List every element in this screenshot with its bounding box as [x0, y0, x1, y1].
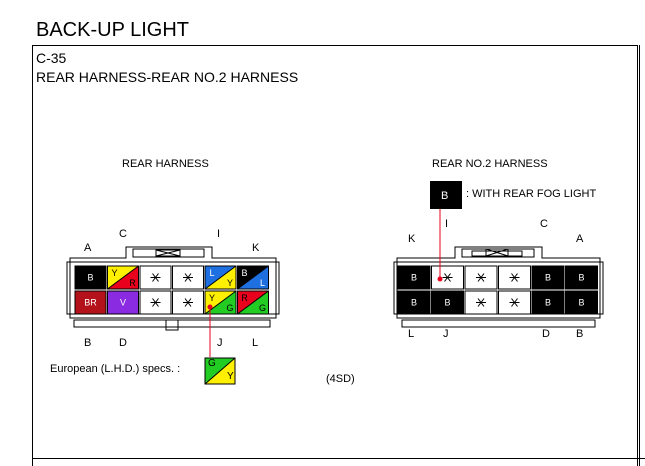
left-top-letter-c: C — [119, 228, 127, 240]
left-pin-r2-c6: RG — [237, 290, 269, 315]
left-top-letter-k: K — [252, 242, 260, 254]
right-pin-r2-c2: B — [431, 290, 464, 315]
pin-color-label: Y — [111, 268, 117, 278]
european-box-label-y: Y — [227, 371, 234, 382]
next-panel-edge — [639, 45, 645, 466]
empty-cavity-icon — [183, 298, 193, 307]
pin-color-label: Y — [227, 278, 233, 288]
right-bottom-letter-l: L — [408, 328, 415, 340]
pin-color-label: B — [578, 298, 584, 308]
right-connector-body — [393, 246, 604, 328]
empty-cavity-icon — [476, 298, 486, 307]
empty-cavity-icon — [442, 273, 453, 282]
left-pin-r2-c1: BR — [74, 290, 107, 315]
right-top-letter-i: I — [445, 218, 449, 230]
pin-color-label: B — [545, 298, 551, 308]
european-link-dot — [207, 304, 213, 310]
european-color-box — [204, 357, 236, 385]
european-box-label-g: G — [208, 358, 216, 369]
left-bottom-letter-b: B — [84, 337, 92, 349]
empty-cavity-icon — [150, 298, 161, 307]
left-top-letter-i: I — [217, 228, 221, 240]
right-bottom-letter-j: J — [443, 328, 449, 340]
empty-cavity-icon — [509, 273, 520, 282]
pin-color-label: B — [578, 273, 584, 283]
pin-color-label: B — [241, 268, 247, 278]
model-note: (4SD) — [326, 373, 355, 385]
right-pin-r1-c5: B — [531, 265, 565, 290]
right-bottom-letter-d: D — [542, 328, 550, 340]
frame-bottom-rule — [32, 458, 645, 459]
diagram-frame — [32, 45, 638, 466]
right-top-letter-c: C — [540, 218, 548, 230]
left-bottom-letter-l: L — [252, 337, 259, 349]
pin-color-label: B — [444, 298, 450, 308]
fog-light-box — [430, 181, 462, 209]
left-pin-r1-c5: LY — [204, 265, 237, 290]
connector-title: REAR HARNESS-REAR NO.2 HARNESS — [36, 69, 299, 85]
right-pin-r1-c1: B — [397, 265, 431, 290]
left-top-letter-a: A — [84, 242, 92, 254]
left-connector-title: REAR HARNESS — [122, 158, 209, 170]
page-title: BACK-UP LIGHT — [36, 19, 189, 41]
left-bottom-letter-d: D — [119, 337, 127, 349]
pin-color-label: V — [120, 298, 126, 308]
right-pin-r1-c4 — [498, 265, 531, 290]
left-pin-r1-c6: BL — [237, 265, 269, 290]
right-pin-r2-c4 — [498, 290, 531, 315]
left-bottom-letter-j: J — [217, 337, 223, 349]
pin-color-label: Y — [209, 293, 215, 303]
right-pin-r1-c6: B — [565, 265, 598, 290]
empty-cavity-icon — [509, 298, 520, 307]
right-connector-title: REAR NO.2 HARNESS — [432, 158, 548, 170]
pin-color-label: R — [129, 278, 136, 288]
pin-color-label: B — [545, 273, 551, 283]
fog-link-dot — [437, 276, 443, 282]
empty-cavity-icon — [476, 273, 486, 282]
european-note-text: European (L.H.D.) specs. : — [50, 363, 181, 375]
right-pin-r2-c6: B — [565, 290, 598, 315]
pin-color-label: B — [411, 298, 417, 308]
pin-color-label: G — [226, 303, 233, 313]
fog-box-label: B — [441, 190, 449, 202]
empty-cavity-icon — [150, 273, 161, 282]
pin-color-label: BR — [84, 298, 97, 308]
left-pin-r1-c3 — [139, 265, 172, 290]
connector-code: C-35 — [36, 50, 67, 66]
right-pin-r1-c2 — [431, 265, 464, 290]
left-pin-r1-c2: YR — [107, 265, 139, 290]
empty-cavity-icon — [183, 273, 193, 282]
right-top-letter-a: A — [576, 233, 584, 245]
pin-color-label: R — [241, 293, 248, 303]
left-pin-r2-c2: V — [107, 290, 139, 315]
pin-color-label: B — [87, 273, 93, 283]
left-pin-r1-c1: B — [74, 265, 107, 290]
pin-color-label: L — [260, 278, 265, 288]
pin-color-label: G — [259, 303, 266, 313]
right-top-letter-k: K — [408, 233, 416, 245]
right-pin-r2-c1: B — [397, 290, 431, 315]
pin-color-label: L — [209, 268, 214, 278]
right-pin-r1-c3 — [464, 265, 498, 290]
right-pin-r2-c3 — [464, 290, 498, 315]
right-bottom-letter-b: B — [576, 328, 584, 340]
right-pin-r2-c5: B — [531, 290, 565, 315]
left-pin-r2-c3 — [139, 290, 172, 315]
fog-note-text: : WITH REAR FOG LIGHT — [466, 188, 597, 200]
pin-color-label: B — [411, 273, 417, 283]
left-pin-r2-c4 — [172, 290, 204, 315]
left-pin-r1-c4 — [172, 265, 204, 290]
left-pin-r2-c5: YG — [204, 290, 237, 315]
